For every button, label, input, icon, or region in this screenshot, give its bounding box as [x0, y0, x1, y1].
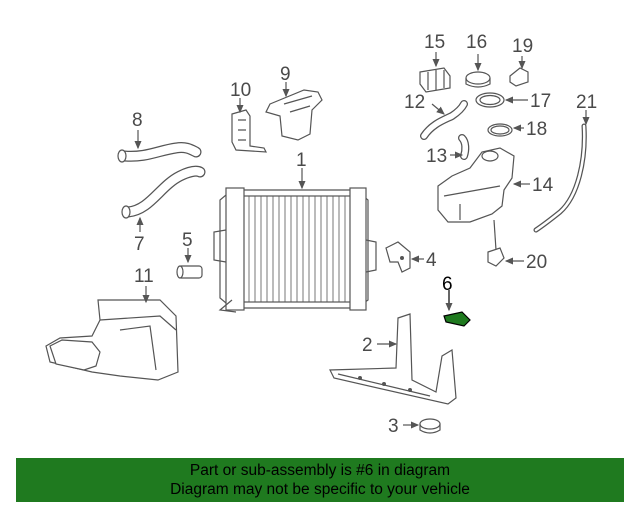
callout-8: 8 — [132, 110, 143, 131]
callout-18: 18 — [526, 119, 547, 140]
bracket-part-2 — [329, 313, 457, 405]
callout-2: 2 — [362, 335, 373, 356]
air-duct-part-11 — [45, 299, 179, 381]
highlighted-part-6 — [443, 311, 471, 327]
radiator-part-1 — [213, 187, 377, 313]
clip-part-19 — [509, 67, 529, 87]
callout-5: 5 — [182, 230, 193, 251]
callout-13: 13 — [426, 146, 447, 167]
sensor-part-20 — [487, 219, 505, 267]
callout-12: 12 — [404, 92, 425, 113]
callout-9: 9 — [280, 64, 291, 85]
hose-part-8 — [117, 142, 202, 163]
seal-part-18 — [487, 123, 513, 137]
callout-20: 20 — [526, 252, 547, 273]
callout-21: 21 — [576, 92, 597, 113]
callout-15: 15 — [424, 32, 445, 53]
banner-line-1: Part or sub-assembly is #6 in diagram — [189, 462, 451, 479]
callout-19: 19 — [512, 36, 533, 57]
callout-17: 17 — [530, 91, 551, 112]
callout-3: 3 — [388, 416, 399, 437]
tube-part-21 — [533, 123, 587, 233]
parts-diagram: 1 2 3 4 5 6 7 — [45, 32, 597, 437]
duct-part-9 — [265, 89, 323, 141]
seal-part-17 — [475, 92, 505, 108]
reservoir-part-14 — [437, 147, 515, 223]
cap-part-16 — [465, 71, 491, 88]
callout-1: 1 — [296, 150, 307, 171]
plug-part-3 — [419, 418, 441, 434]
hose-part-7 — [121, 165, 206, 219]
banner-line-2: Diagram may not be specific to your vehi… — [170, 481, 470, 498]
connector-part-15 — [419, 67, 451, 93]
callout-6: 6 — [442, 274, 453, 295]
callout-10: 10 — [230, 80, 251, 101]
fitting-part-5 — [176, 265, 203, 279]
callout-16: 16 — [466, 32, 487, 53]
callout-4: 4 — [426, 250, 437, 271]
hose-part-13 — [458, 134, 470, 160]
bracket-part-10 — [231, 109, 268, 153]
callout-11: 11 — [134, 266, 154, 287]
bracket-part-4 — [385, 241, 411, 273]
hose-part-12 — [420, 100, 468, 140]
callout-14: 14 — [532, 175, 554, 196]
info-banner: Part or sub-assembly is #6 in diagram Di… — [16, 458, 624, 502]
callout-7: 7 — [134, 234, 145, 255]
